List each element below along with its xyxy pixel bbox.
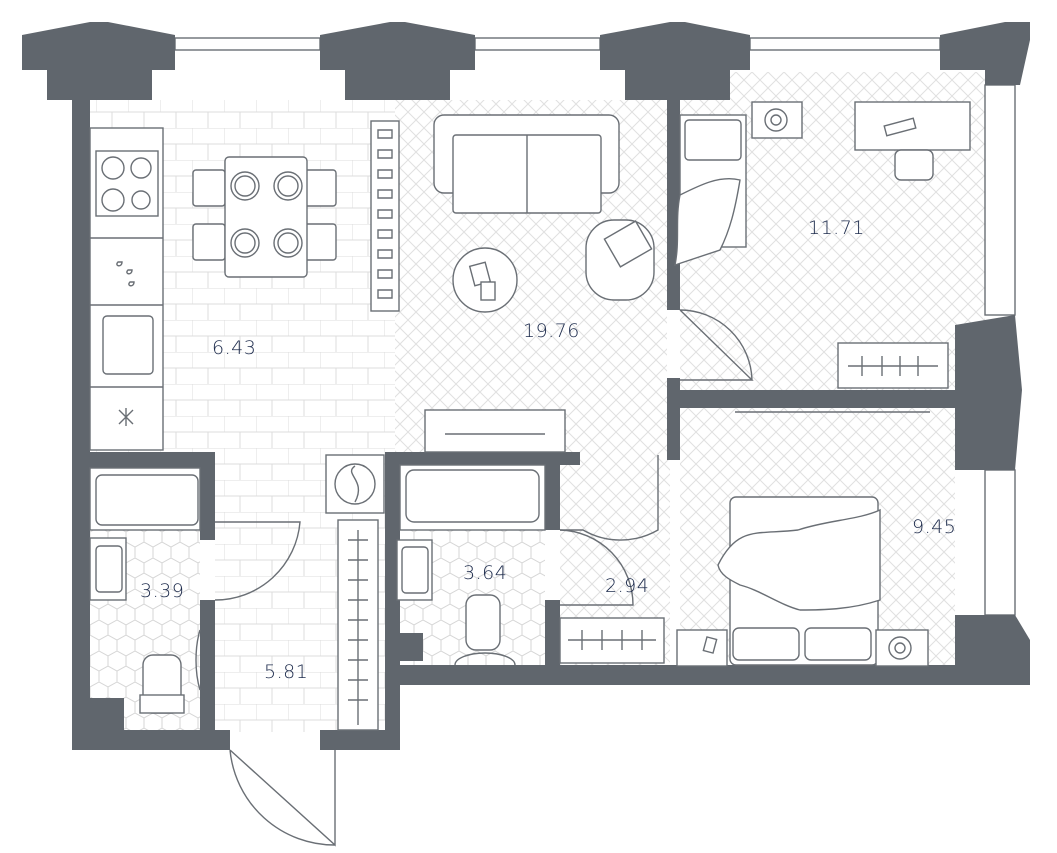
kitchen-units [89, 120, 400, 451]
living-furniture [424, 114, 655, 453]
room-area-bedroom-2: 9.45 [912, 516, 957, 538]
bedroom1-furniture [674, 101, 971, 389]
bedroom2-furniture [676, 411, 930, 667]
room-area-bathroom-2: 3.64 [463, 562, 508, 584]
doors [195, 309, 754, 847]
room-area-bathroom-1: 3.39 [140, 580, 185, 602]
room-area-corridor: 2.94 [605, 575, 650, 597]
room-area-hallway: 5.81 [264, 661, 309, 683]
room-area-living-room: 19.76 [523, 320, 580, 342]
walls [22, 22, 1030, 750]
room-area-kitchen: 6.43 [212, 337, 257, 359]
fixtures [89, 454, 665, 731]
room-area-bedroom-1: 11.71 [808, 217, 865, 239]
